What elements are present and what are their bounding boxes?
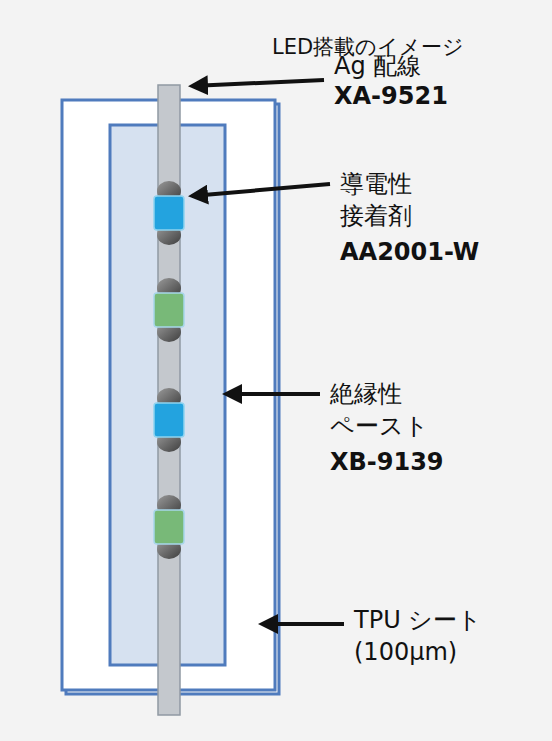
ag-wiring [158,85,180,715]
part-name: TPU シート (100μm) [354,604,493,668]
part-code: XB-9139 [330,446,444,478]
leader-arrows [192,80,344,624]
part-name: 導電性 接着剤 [340,168,419,232]
part-name: Ag 配線 [334,50,421,82]
part-code: AA2001-W [340,236,479,268]
part-code: XA-9521 [334,80,448,112]
led-chips [154,181,184,559]
part-name: 絶縁性 ペースト [330,378,436,442]
